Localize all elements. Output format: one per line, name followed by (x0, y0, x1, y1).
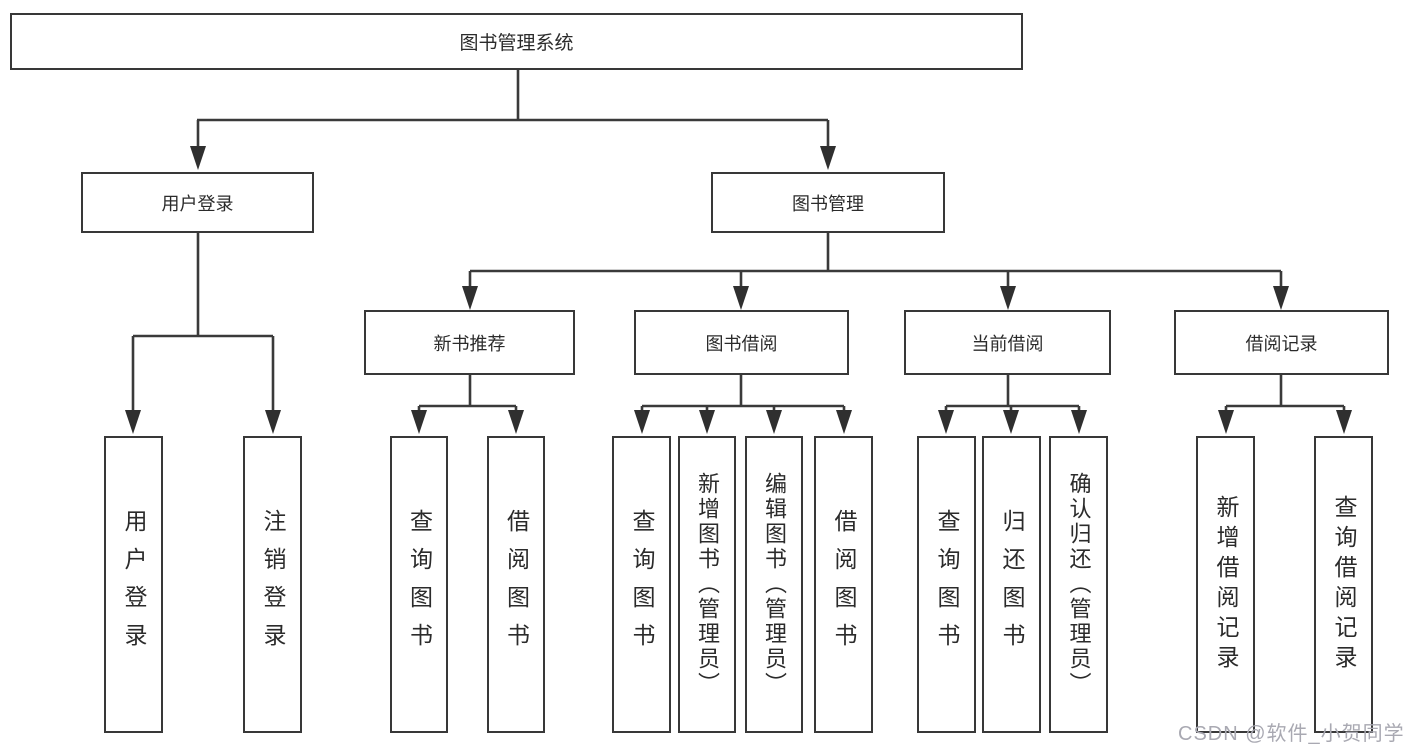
leaf-label: 借阅图书 (503, 508, 530, 661)
leaf-label: 编辑图书（管理员） (762, 472, 787, 697)
leaf-label: 用户登录 (121, 508, 147, 661)
leaf-label: 查询图书 (934, 508, 960, 661)
node-label: 图书管理系统 (459, 33, 574, 54)
leaf-label: 查询借阅记录 (1331, 494, 1357, 675)
node-label: 当前借阅 (971, 333, 1044, 354)
node-current-borrowing: 当前借阅 (904, 310, 1111, 375)
node-label: 图书管理 (792, 193, 864, 214)
leaf-label: 新增图书（管理员） (695, 472, 720, 697)
leaf-query-books-current: 查询图书 (917, 436, 976, 733)
node-book-management: 图书管理 (711, 172, 945, 233)
leaf-add-borrow-record: 新增借阅记录 (1196, 436, 1255, 733)
leaf-add-book-admin: 新增图书（管理员） (678, 436, 736, 733)
leaf-label: 借阅图书 (831, 508, 857, 661)
node-user-login: 用户登录 (81, 172, 314, 233)
leaf-label: 新增借阅记录 (1213, 494, 1239, 675)
node-label: 用户登录 (161, 193, 234, 214)
leaf-query-books-recommend: 查询图书 (390, 436, 448, 733)
leaf-borrow-books-recommend: 借阅图书 (487, 436, 545, 733)
node-label: 图书借阅 (705, 333, 778, 354)
leaf-query-borrow-record: 查询借阅记录 (1314, 436, 1373, 733)
node-new-book-recommend: 新书推荐 (364, 310, 575, 375)
node-label: 新书推荐 (433, 333, 506, 354)
node-book-borrowing: 图书借阅 (634, 310, 849, 375)
leaf-user-login: 用户登录 (104, 436, 163, 733)
leaf-label: 查询图书 (629, 508, 655, 661)
node-library-management-system: 图书管理系统 (10, 13, 1023, 70)
node-borrowing-records: 借阅记录 (1174, 310, 1389, 375)
leaf-label: 查询图书 (406, 508, 433, 661)
leaf-label: 归还图书 (999, 508, 1025, 661)
leaf-confirm-return-admin: 确认归还（管理员） (1049, 436, 1108, 733)
leaf-query-books-borrowing: 查询图书 (612, 436, 671, 733)
leaf-borrow-books-borrowing: 借阅图书 (814, 436, 873, 733)
leaf-logout: 注销登录 (243, 436, 302, 733)
leaf-return-books: 归还图书 (982, 436, 1041, 733)
leaf-label: 确认归还（管理员） (1066, 472, 1092, 697)
leaf-edit-book-admin: 编辑图书（管理员） (745, 436, 803, 733)
watermark: CSDN @软件_小贺同学 (1178, 723, 1405, 745)
leaf-label: 注销登录 (260, 508, 286, 661)
node-label: 借阅记录 (1245, 333, 1318, 354)
